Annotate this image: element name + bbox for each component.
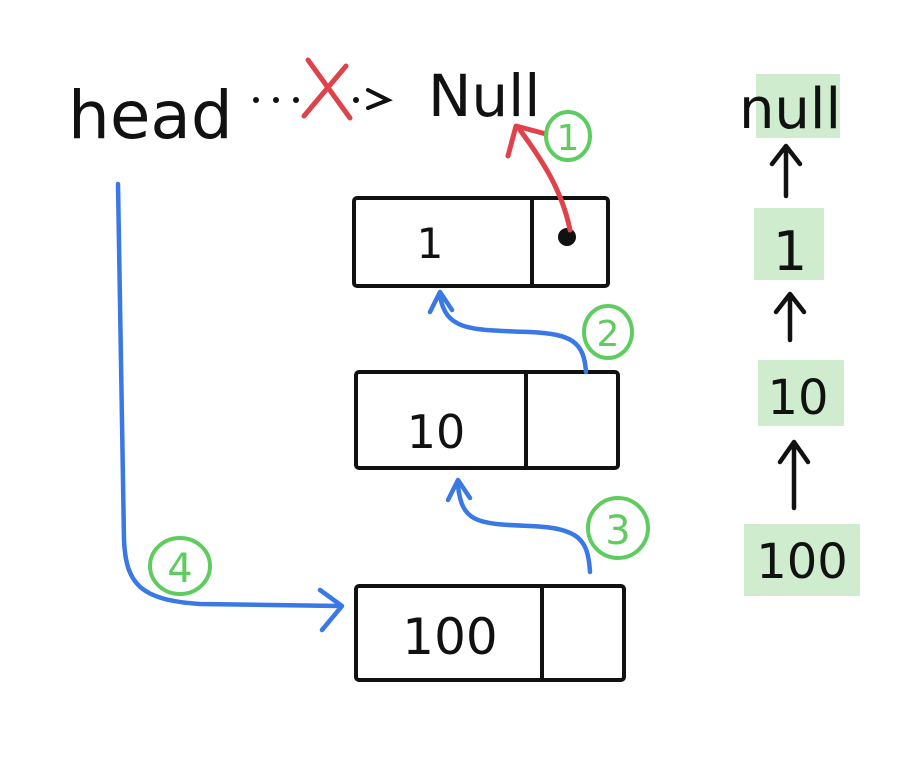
step-2-arrow: [427, 289, 589, 375]
result-100-highlight: [744, 524, 860, 596]
step-3-badge: 3: [586, 496, 650, 560]
svg-text:3: 3: [605, 508, 630, 554]
node-100: 100: [354, 584, 626, 682]
step-2-badge: 2: [582, 304, 634, 360]
head-label: head: [68, 77, 233, 154]
svg-text:4: 4: [167, 546, 192, 592]
node-1-pointer-dot: [558, 228, 576, 246]
result-arrow-3: [777, 439, 811, 511]
step-4-badge: 4: [148, 536, 212, 596]
result-item-1: 1: [773, 220, 807, 283]
node-1: 1: [352, 196, 610, 288]
result-1-highlight: [754, 208, 824, 280]
step-1-arrow: [505, 123, 573, 233]
result-arrow-2: [773, 291, 807, 343]
node-10-value: 10: [407, 405, 466, 459]
node-10: 10: [354, 370, 620, 470]
result-item-null: null: [739, 77, 841, 142]
node-1-value: 1: [417, 219, 444, 268]
step-1-badge: 1: [544, 110, 592, 162]
old-head-pointer: [253, 57, 393, 121]
null-label: Null: [428, 62, 540, 130]
result-arrow-1: [769, 143, 803, 199]
step-3-arrow: [445, 477, 593, 575]
result-null-highlight: [756, 74, 840, 138]
node-100-value: 100: [402, 608, 497, 666]
step-4-arrow: [115, 181, 345, 633]
result-item-10: 10: [767, 370, 828, 426]
svg-text:2: 2: [597, 314, 620, 355]
removed-x-mark: [301, 57, 353, 121]
result-item-100: 100: [756, 534, 848, 590]
svg-text:1: 1: [557, 118, 580, 159]
result-10-highlight: [758, 360, 844, 426]
result-list: null 1 10 100: [739, 74, 860, 596]
